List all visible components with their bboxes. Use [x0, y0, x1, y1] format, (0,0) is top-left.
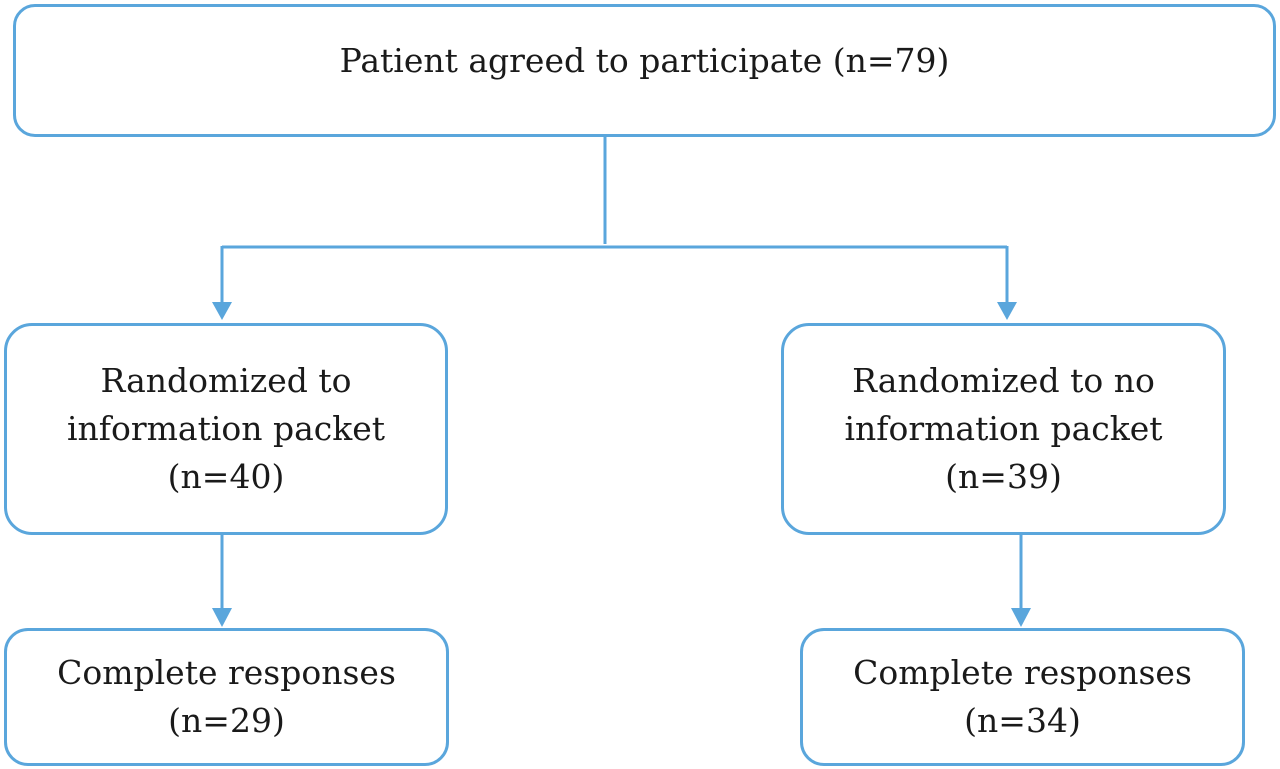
node-randomized-no-info-packet-line-3: (n=39): [945, 457, 1062, 496]
node-randomized-info-packet-line-2: information packet: [66, 409, 386, 448]
node-randomized-info-packet: Randomized to information packet (n=40): [4, 323, 448, 535]
node-complete-responses-right-line-1: Complete responses: [853, 653, 1192, 692]
arrowhead-left: [212, 302, 232, 320]
node-participants-line-1: Patient agreed to participate (n=79): [339, 41, 950, 80]
arrowhead-right: [997, 302, 1017, 320]
node-randomized-info-packet-line-1: Randomized to: [100, 361, 352, 400]
node-complete-responses-right-line-2: (n=34): [964, 701, 1081, 740]
node-participants: Patient agreed to participate (n=79): [13, 4, 1276, 137]
node-randomized-no-info-packet: Randomized to no information packet (n=3…: [781, 323, 1226, 535]
node-complete-responses-right: Complete responses (n=34): [800, 628, 1245, 766]
node-randomized-info-packet-line-3: (n=40): [167, 457, 285, 496]
node-complete-responses-left-line-2: (n=29): [168, 701, 285, 740]
node-complete-responses-left-line-1: Complete responses: [57, 653, 396, 692]
node-randomized-no-info-packet-line-2: information packet: [844, 409, 1163, 448]
arrowhead-bottom-left: [212, 608, 232, 627]
node-complete-responses-left: Complete responses (n=29): [4, 628, 449, 766]
arrowhead-bottom-right: [1011, 608, 1031, 627]
node-randomized-no-info-packet-line-1: Randomized to no: [852, 361, 1155, 400]
